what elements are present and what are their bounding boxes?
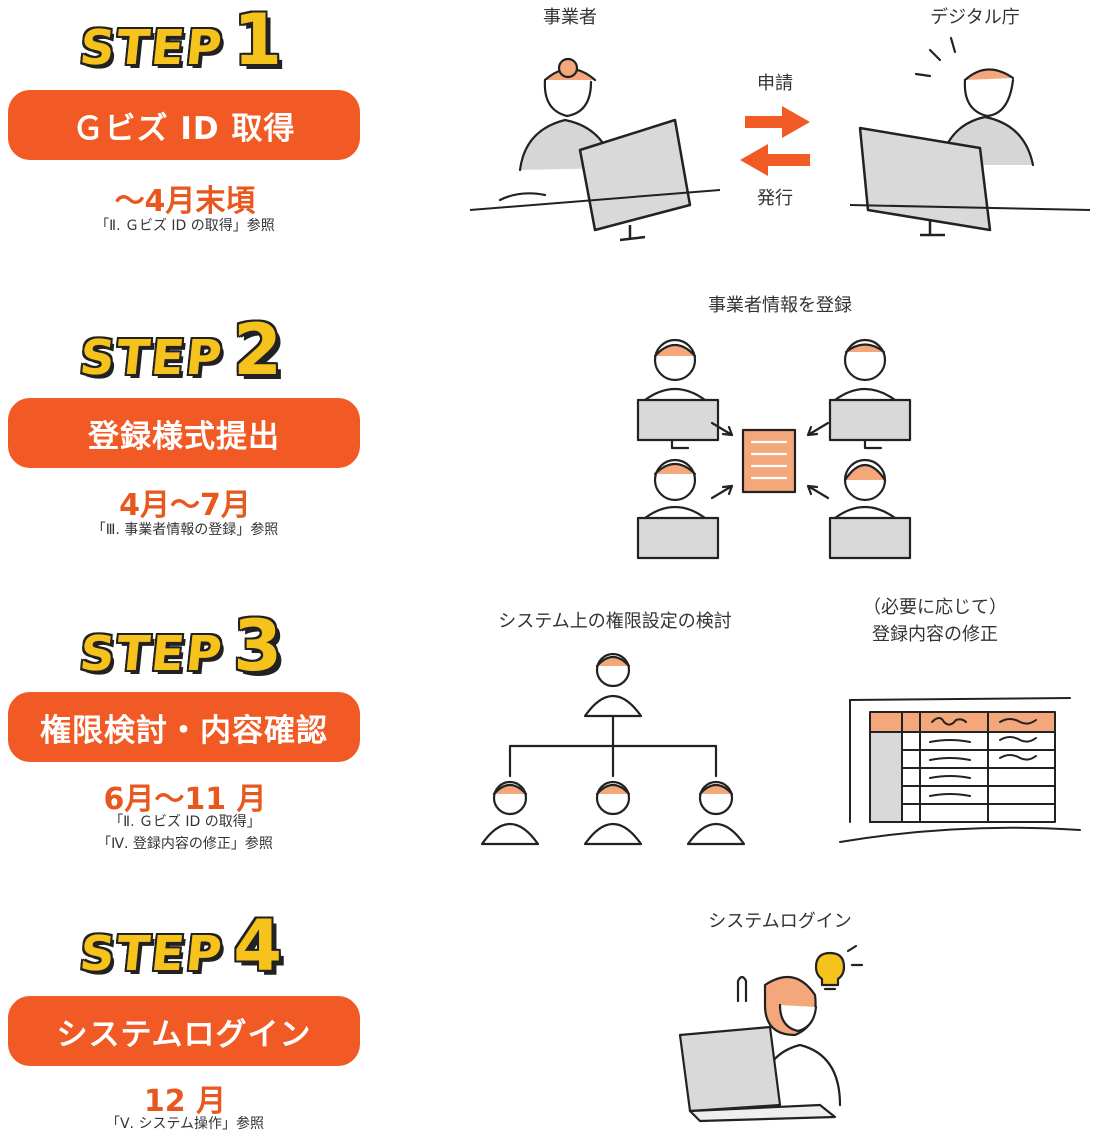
- step3-title-badge: 権限検討・内容確認: [8, 692, 360, 762]
- step1-illustration: [469, 36, 1091, 242]
- apply-arrow-label: 申請: [757, 73, 793, 94]
- business-user-icon: [828, 458, 912, 560]
- submit-arrow-icon: [710, 421, 830, 500]
- business-user-icon: [828, 338, 912, 450]
- issue-arrow-label: 発行: [757, 188, 793, 209]
- step1-reference: 「Ⅱ. Ｇビズ ID の取得」参照: [95, 218, 275, 234]
- step2-reference: 「Ⅲ. 事業者情報の登録」参照: [91, 522, 279, 538]
- edit-table-illustration: [839, 697, 1081, 843]
- member-user-icon: [583, 780, 643, 846]
- user-person-icon: [736, 975, 842, 1107]
- apply-arrow-icon: [745, 106, 810, 138]
- step2-word: STEP: [77, 330, 227, 386]
- step3-period: 6月～11 月: [103, 782, 267, 817]
- laptop-icon: [678, 1025, 837, 1123]
- step4-word: STEP: [77, 926, 227, 982]
- step4-reference: 「Ⅴ. システム操作」参照: [105, 1116, 265, 1132]
- step3-right-caption-2: 登録内容の修正: [872, 624, 998, 645]
- step2-number: 2: [233, 309, 282, 391]
- step4-period: 12 月: [143, 1084, 227, 1119]
- step4-caption: システムログイン: [708, 911, 852, 932]
- applicant-label: 事業者: [543, 7, 597, 28]
- step4-heading: STEP 4: [77, 905, 320, 987]
- step3-heading: STEP 3: [77, 605, 320, 687]
- permission-tree-illustration: [480, 652, 746, 846]
- issue-arrow-icon: [740, 144, 810, 176]
- step2-heading: STEP 2: [77, 309, 320, 391]
- applicant-desk-line: [469, 189, 721, 211]
- agency-monitor-icon: [858, 126, 992, 237]
- step2-title-badge: 登録様式提出: [8, 398, 360, 468]
- system-login-illustration: [678, 944, 864, 1123]
- step4-title-badge: システムログイン: [8, 996, 360, 1066]
- digital-agency-label: デジタル庁: [930, 7, 1020, 28]
- step1-period: ～4月末頃: [114, 184, 256, 219]
- step1-word: STEP: [77, 20, 227, 76]
- step1-heading: STEP 1: [77, 0, 320, 81]
- hierarchy-lines: [508, 714, 718, 778]
- member-user-icon: [480, 780, 540, 846]
- business-user-icon: [636, 458, 720, 560]
- step1-number: 1: [233, 0, 282, 81]
- step1-title-badge: Ｇビズ ID 取得: [8, 90, 360, 160]
- step3-right-caption-1: （必要に応じて）: [863, 597, 1007, 618]
- step3-left-caption: システム上の権限設定の検討: [498, 611, 732, 632]
- registration-form-icon: [741, 428, 797, 494]
- lightbulb-icon: [814, 944, 864, 991]
- agency-desk-line: [849, 204, 1091, 211]
- business-user-icon: [636, 338, 720, 450]
- applicant-monitor-icon: [578, 118, 692, 242]
- step3-reference-1: 「Ⅱ. Ｇビズ ID の取得」: [109, 814, 261, 830]
- step3-reference-2: 「Ⅳ. 登録内容の修正」参照: [97, 836, 273, 852]
- member-user-icon: [686, 780, 746, 846]
- step2-caption: 事業者情報を登録: [708, 295, 852, 316]
- step3-number: 3: [233, 605, 282, 687]
- step3-word: STEP: [77, 626, 227, 682]
- step4-number: 4: [233, 905, 282, 987]
- admin-user-icon: [583, 652, 643, 718]
- step2-illustration: [636, 338, 912, 560]
- step2-period: 4月～7月: [119, 488, 251, 523]
